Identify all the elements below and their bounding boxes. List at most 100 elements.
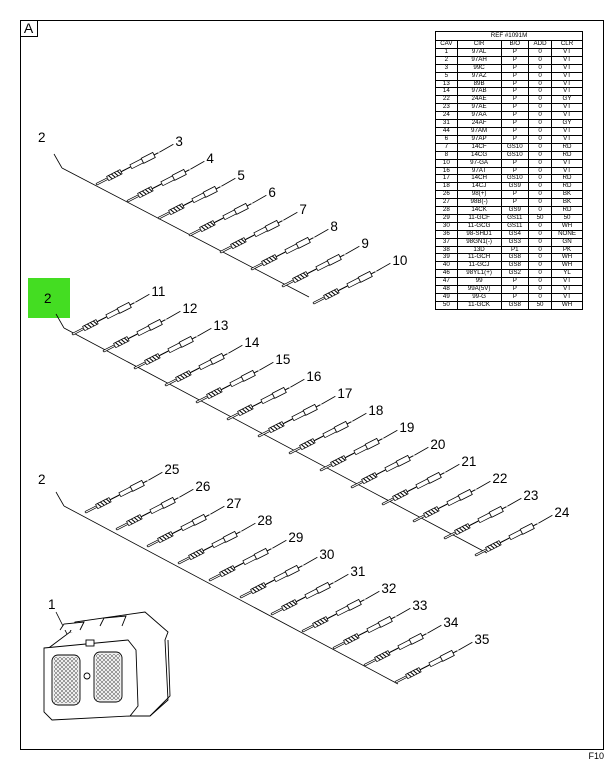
terminal-pin [219, 219, 283, 254]
leader-line [290, 378, 305, 388]
leader-line [190, 160, 205, 170]
sheet-label: A [20, 20, 38, 37]
callout-27: 27 [226, 496, 241, 511]
callout-1-connector: 1 [48, 597, 56, 612]
callout-12: 12 [182, 301, 197, 316]
hatch-line [53, 656, 61, 664]
latch-top [99, 615, 127, 627]
leader-line [376, 262, 391, 272]
leader-line [414, 446, 429, 456]
hatch-line [113, 653, 121, 661]
callout-22: 22 [492, 471, 507, 486]
terminal-pin [115, 496, 179, 531]
hatch-line [95, 653, 115, 673]
terminal-pin [394, 649, 458, 684]
terminal-pin [301, 598, 365, 633]
table-title: REF #1091M [435, 31, 583, 41]
bracket-line [63, 327, 488, 554]
callout-25: 25 [164, 462, 179, 477]
hatch-line [95, 653, 107, 665]
terminal-pin [270, 581, 334, 616]
hatch-line [117, 653, 121, 657]
callout-33: 33 [412, 598, 427, 613]
highlight-box [28, 278, 70, 318]
hatch-line [53, 656, 77, 680]
callout-2-group-b: 2 [44, 291, 52, 306]
hatch-line [53, 656, 73, 676]
bracket-tick [55, 313, 65, 329]
callout-layer: 2223456789101112131415161718192021222324… [38, 130, 570, 647]
table-cell: WH [551, 300, 583, 310]
hatch-line [101, 653, 121, 673]
callout-2-group-c: 2 [38, 472, 46, 487]
callout-26: 26 [195, 479, 210, 494]
connector-drawing [43, 611, 171, 721]
latch-tab [85, 639, 95, 647]
leader-line [228, 344, 243, 354]
bracket-tick [55, 491, 65, 507]
terminal-pin [312, 270, 376, 305]
hatch-line [59, 656, 79, 676]
callout-13: 13 [213, 318, 228, 333]
terminal-pin [281, 253, 345, 288]
callout-15: 15 [275, 352, 290, 367]
leader-line [352, 412, 367, 422]
hatch-line [53, 656, 57, 660]
leader-line [197, 327, 212, 337]
callout-23: 23 [523, 488, 538, 503]
callout-31: 31 [350, 564, 365, 579]
leader-line [427, 624, 442, 634]
leader-line [334, 573, 349, 583]
terminal-pin [443, 505, 507, 540]
leader-line [221, 177, 236, 187]
terminal-pin [250, 236, 314, 271]
terminal-layer [71, 151, 538, 684]
hatch-line [53, 656, 69, 672]
bracket-tick [53, 153, 63, 169]
leader-line [538, 514, 553, 524]
leader-line [252, 194, 267, 204]
leader-line [507, 497, 522, 507]
hatch-line [55, 656, 79, 680]
callout-18: 18 [368, 403, 383, 418]
leader-line [166, 310, 181, 320]
leader-line [458, 641, 473, 651]
table-cell: 50 [528, 300, 553, 310]
hatch-line [105, 653, 121, 669]
leader-line [476, 480, 491, 490]
terminal-pin [146, 513, 210, 548]
hatch-line [67, 656, 79, 668]
leader-line [159, 143, 174, 153]
hatch-line [75, 656, 79, 660]
latch-top [59, 621, 85, 631]
hatch-line [71, 656, 79, 664]
terminal-pin [412, 488, 476, 523]
connector-housing [43, 611, 171, 721]
callout-28: 28 [257, 513, 272, 528]
callout-17: 17 [337, 386, 352, 401]
terminal-pin [332, 615, 396, 650]
bracket-line [61, 167, 310, 298]
terminal-pin [226, 386, 290, 421]
callout-24: 24 [554, 505, 570, 520]
callout-30: 30 [319, 547, 334, 562]
leader-line [283, 211, 298, 221]
callout-2-group-a: 2 [38, 130, 46, 145]
center-screw [83, 672, 91, 680]
terminal-pin [71, 301, 135, 336]
leader-line [314, 228, 329, 238]
terminal-pin [319, 437, 383, 472]
hatch-line [95, 653, 119, 677]
hatch-line [63, 656, 79, 672]
terminal-pin [195, 369, 259, 404]
callout-16: 16 [306, 369, 321, 384]
page-footer: F10 [588, 751, 604, 761]
